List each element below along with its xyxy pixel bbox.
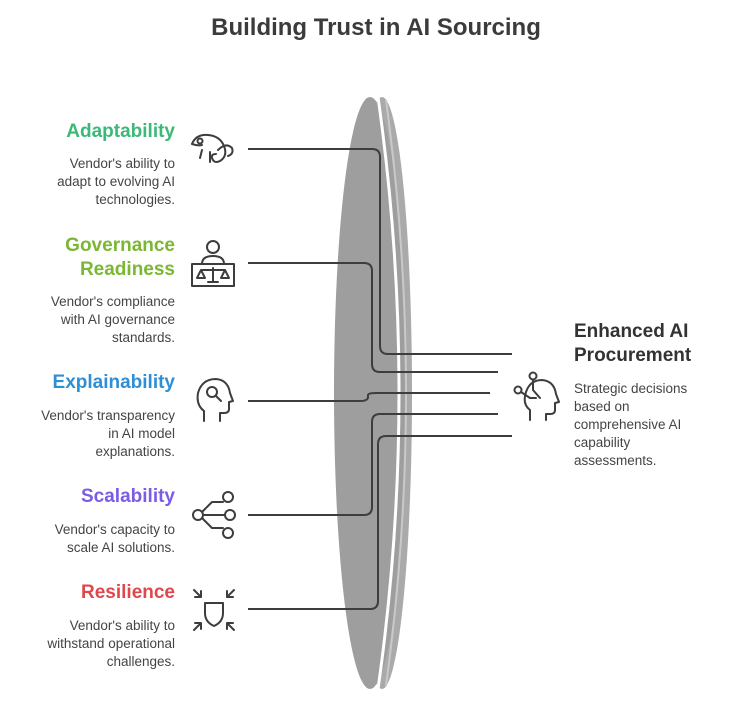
head-connections-icon: [513, 371, 560, 421]
shield-arrows-icon: [193, 589, 235, 631]
connector-governance: [248, 262, 498, 373]
factor-title-adaptability: Adaptability: [66, 121, 175, 142]
factor-desc-adaptability: Vendor's ability to adapt to evolving AI…: [57, 156, 175, 207]
chameleon-icon: [191, 133, 234, 163]
factor-desc-scalability: Vendor's capacity to scale AI solutions.: [54, 522, 175, 555]
factor-title-explainability: Explainability: [52, 372, 175, 393]
factor-title-scalability: Scalability: [81, 486, 175, 507]
factor-title-governance: Governance Readiness: [65, 235, 175, 280]
page-title: Building Trust in AI Sourcing: [211, 14, 541, 41]
factor-desc-explainability: Vendor's transparency in AI model explan…: [41, 408, 175, 459]
connector-adaptability: [248, 148, 512, 355]
network-nodes-icon: [192, 491, 236, 539]
head-thought-icon: [196, 378, 234, 422]
connector-scalability: [248, 413, 498, 516]
outcome-desc: Strategic decisions based on comprehensi…: [574, 381, 688, 468]
judge-scales-icon: [191, 240, 235, 287]
factor-desc-governance: Vendor's compliance with AI governance s…: [50, 294, 175, 345]
outcome-title: Enhanced AI Procurement: [574, 321, 692, 366]
factor-title-resilience: Resilience: [81, 582, 175, 603]
factor-desc-resilience: Vendor's ability to withstand operationa…: [47, 618, 175, 669]
connector-explainability: [248, 392, 490, 402]
connector-resilience: [248, 435, 512, 610]
